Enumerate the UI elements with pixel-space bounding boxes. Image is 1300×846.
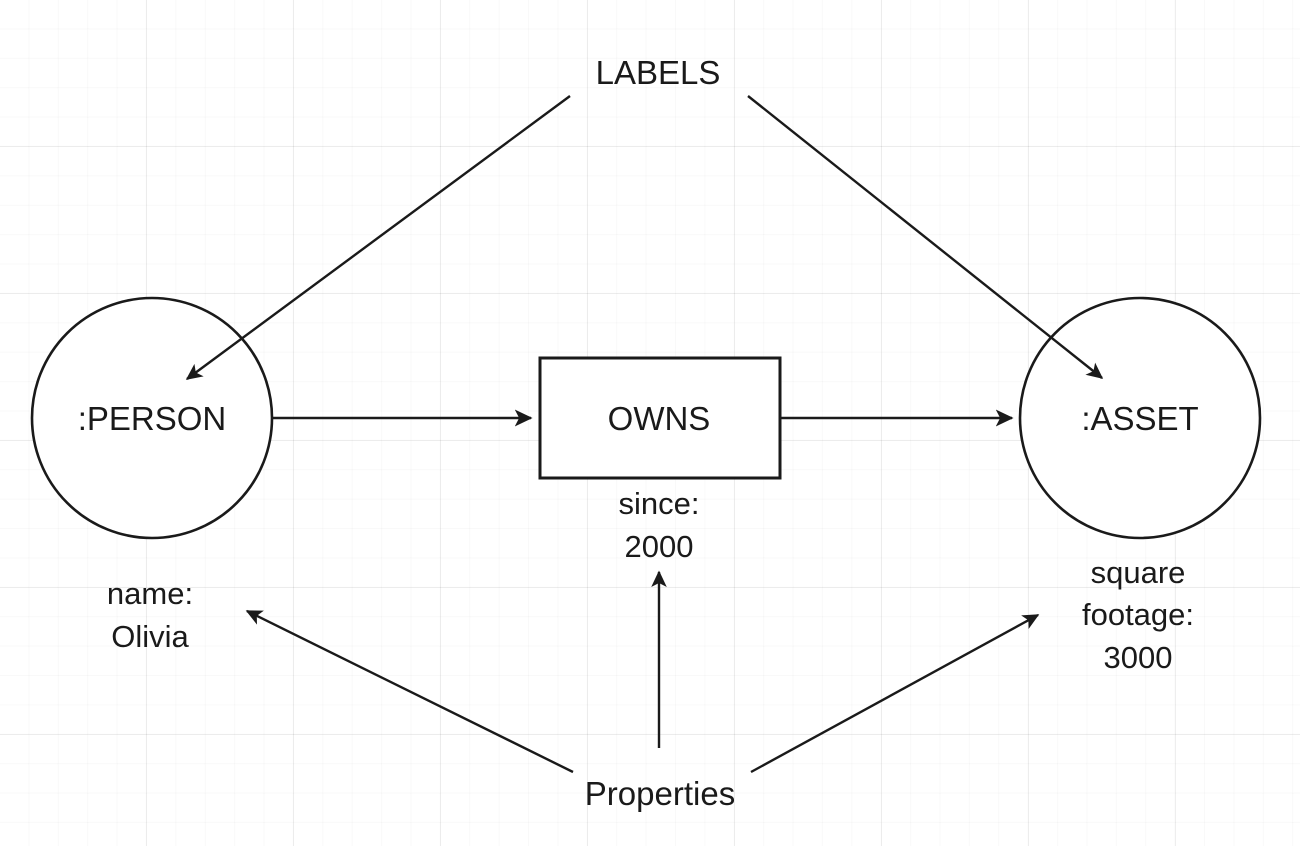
person-property-value: Olivia [111,619,189,654]
annotation-labels: LABELS [596,54,721,91]
owns-property-key: since: [619,486,700,521]
asset-property-value: 3000 [1104,640,1173,675]
edge-properties-to-name [245,609,574,774]
person-property-key: name: [107,576,193,611]
node-asset-label: :ASSET [1081,400,1198,437]
node-person-label: :PERSON [78,400,227,437]
annotation-properties: Properties [585,775,735,812]
relationship-owns-box[interactable] [538,356,782,480]
asset-property-key-line1: square [1091,555,1186,590]
node-asset-circle[interactable] [1018,296,1262,540]
asset-property-key-line2: footage: [1082,597,1194,632]
owns-property-value: 2000 [625,529,694,564]
edge-labels-to-asset [747,95,1104,379]
edge-labels-to-person [185,95,571,380]
relationship-owns-label: OWNS [608,400,711,437]
edge-properties-to-footage [750,613,1040,774]
node-person-circle[interactable] [30,296,274,540]
